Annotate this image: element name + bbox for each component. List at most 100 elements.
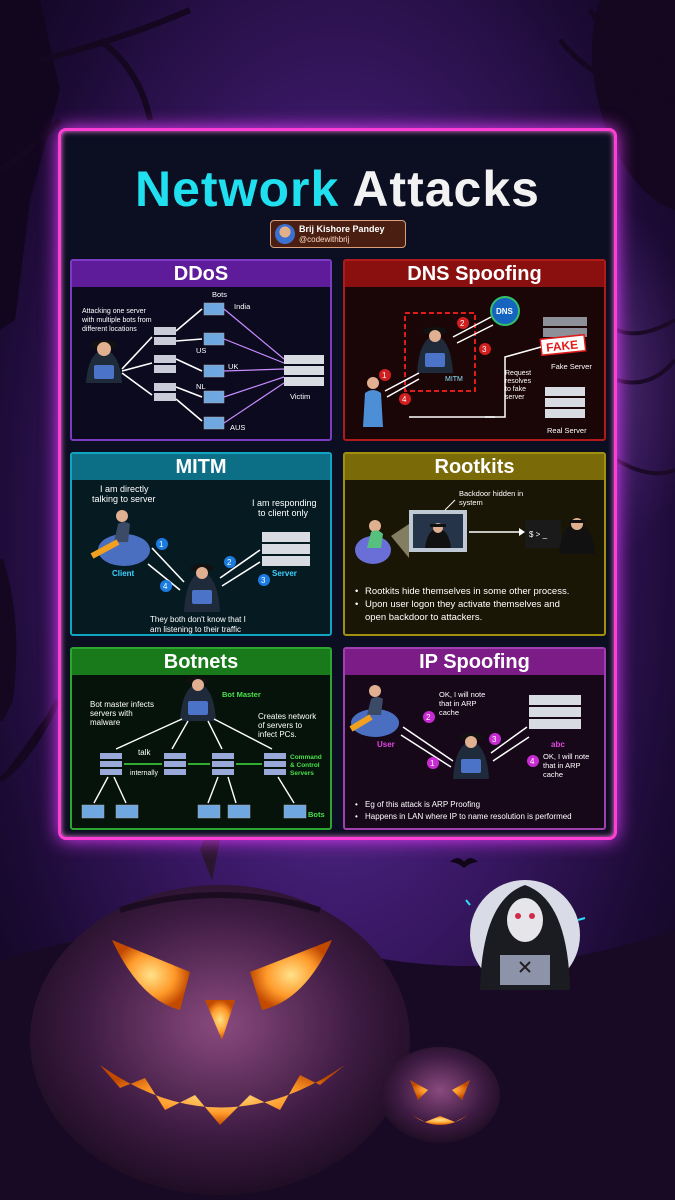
mitm-arrows [147,547,261,591]
botnets-infects-3: malware [90,718,121,727]
rootkits-prompt: $ > _ [529,530,548,539]
ipspoof-step-badges [423,711,539,769]
page-title: Network Attacks [0,160,675,218]
botnets-talk-1: talk [138,748,151,757]
ddos-attack-lines [223,308,285,424]
rootkits-user-icon [355,520,391,564]
rootkits-backdoor-1: Backdoor hidden in [459,489,523,498]
mitm-client-says-1: I am directly [100,484,149,494]
client-user-icon [90,510,150,566]
ipspoof-abc-label: abc [551,740,565,749]
rootkits-hacker-icon [559,518,595,554]
botnets-bots-label: Bots [308,810,325,819]
ipspoof-hacker-icon [453,733,489,779]
ipspoof-note2-2: that in ARP [543,761,581,770]
mitm-step-1: 1 [159,540,164,549]
hacker-mascot-icon [465,880,586,990]
dns-request-3: to fake [505,386,526,393]
ddos-label-victim: Victim [290,392,310,401]
ipspoof-note1-2: that in ARP [439,699,477,708]
botnets-diagram: Bot Master Bot master infects servers wi… [81,677,325,819]
mitm-footer-2: am listening to their traffic [150,625,241,634]
title-network: Network [135,161,340,217]
mitm-step-badges [156,538,270,592]
author-name: Brij Kishore Pandey [299,224,385,234]
dns-heading: DNS Spoofing [345,261,604,287]
ipspoof-diagram: User OK, I will note that in ARP cache a… [349,685,589,779]
dns-label: DNS [496,307,514,316]
ip-spoofing-panel: IP Spoofing User OK, I will note that in… [343,647,606,830]
terminal-icon [525,520,561,548]
infected-laptop-icon [409,510,467,552]
botnets-talk-2: internally [130,770,159,777]
ipspoof-note1-3: cache [439,708,459,717]
mitm-heading: MITM [72,454,330,480]
ipspoof-note1-1: OK, I will note [439,690,485,699]
ddos-label-bots: Bots [212,290,227,299]
ipspoof-step-2: 2 [426,713,431,722]
real-server-label: Real Server [547,426,587,435]
ipspoof-note2-1: OK, I will note [543,752,589,761]
ddos-diagram: Attacking one server with multiple bots … [81,290,324,432]
ipspoof-note2-3: cache [543,770,563,779]
dns-step-badges [379,317,491,405]
rootkits-bullet-2: Upon user logon they activate themselves… [355,598,600,624]
fake-stamp: FAKE [545,337,578,354]
attacker-icon [86,340,122,383]
ddos-heading: DDoS [72,261,330,287]
bot-laptop-icons [203,302,225,430]
ipspoof-user-label: User [377,740,395,749]
rootkits-bullets: Rootkits hide themselves in some other p… [355,585,600,624]
botnets-pc-arrows [93,776,295,804]
ipspoof-step-4: 4 [530,757,535,766]
botnets-infects-1: Bot master infects [90,700,154,709]
ipspoof-arrows [400,726,530,768]
ddos-label-india: India [234,302,251,311]
mitm-server-icon [262,532,310,566]
cnc-label-3: Servers [290,770,314,777]
ipspoof-step-1: 1 [430,759,435,768]
ddos-note-1: Attacking one server [82,308,146,315]
fake-server-label: Fake Server [551,362,592,371]
mitm-server-says-1: I am responding [252,498,317,508]
mitm-step-4: 4 [163,582,168,591]
dns-user-icon [363,377,383,427]
dns-spoofing-panel: DNS Spoofing MITM DNS FAKE Fake Server R… [343,259,606,441]
dns-mitm-label: MITM [445,376,463,383]
botnets-panel: Botnets Bot Master Bot master infects se… [70,647,332,830]
cnc-label-1: Command [290,754,322,761]
bot-master-icon [180,677,216,721]
mitm-panel: MITM I am directly talking to server I a… [70,452,332,636]
ipspoof-bullets: Eg of this attack is ARP Proofing Happen… [355,799,603,823]
infected-server-icons [100,753,286,775]
bot-server-stack-icons [154,327,176,401]
dns-step-3: 3 [482,345,487,354]
dns-step-1: 1 [382,371,387,380]
rootkits-diagram: Backdoor hidden in system $ > _ [355,489,595,564]
botnets-creates-3: infect PCs. [258,730,297,739]
mitm-server-label: Server [272,569,297,578]
mitm-client-says-2: talking to server [92,494,156,504]
dns-request-1: Request [505,370,531,377]
dns-request-4: server [505,394,525,401]
rootkits-heading: Rootkits [345,454,604,480]
title-attacks: Attacks [352,161,540,217]
dns-step-2: 2 [460,319,465,328]
ipspoof-bullet-2: Happens in LAN where IP to name resoluti… [355,811,603,823]
dns-step-4: 4 [402,395,407,404]
ddos-label-us: US [196,346,206,355]
rootkits-backdoor-2: system [459,498,483,507]
bot-pc-icons [81,804,307,819]
ipspoof-step-3: 3 [492,735,497,744]
ipspoof-heading: IP Spoofing [345,649,604,675]
rootkits-bullet-1: Rootkits hide themselves in some other p… [355,585,600,598]
author-avatar [275,224,295,244]
ipspoof-user-icon [349,685,399,737]
bot-master-label: Bot Master [222,690,261,699]
dns-request-2: resolves [505,378,532,385]
dns-server-icon: DNS [490,296,520,326]
mitm-diagram: I am directly talking to server I am res… [90,484,317,634]
author-handle: @codewithbrij [299,235,350,244]
dns-diagram: MITM DNS FAKE Fake Server Real Server Re… [363,296,592,435]
ipspoof-server-icon [529,695,581,729]
